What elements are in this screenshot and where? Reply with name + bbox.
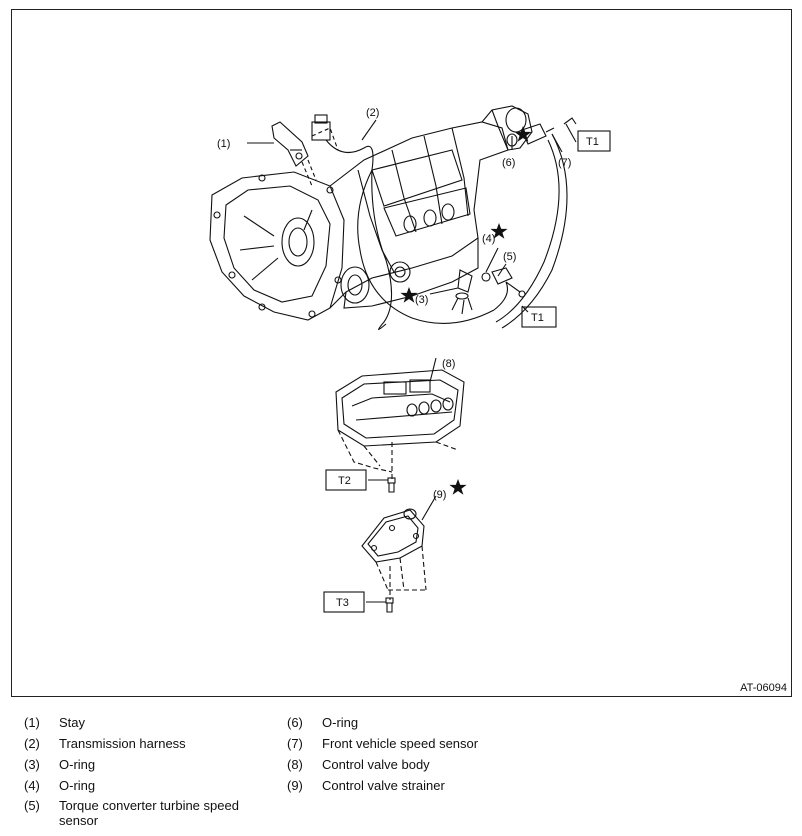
torque-label-t1-top: T1 [586,136,599,148]
callout-3: (3) [415,294,428,306]
legend-number: (2) [24,736,40,751]
legend-text: Torque converter turbine speed sensor [59,798,239,828]
figure-id: AT-06094 [740,682,787,694]
torque-box-t1-top [577,130,611,152]
callout-4: (4) [482,233,495,245]
legend-text: Control valve body [322,757,430,772]
transmission-assembly [209,105,533,331]
t3-bolt [385,597,394,613]
torque-label-t3: T3 [336,597,349,609]
o-ring-3-assembly [451,269,473,315]
control-valve-body [335,357,465,447]
callout-9: (9) [433,489,446,501]
torque-label-t2: T2 [338,475,351,487]
torque-label-t1-bottom: T1 [531,312,544,324]
torque-box-t2 [325,469,367,491]
legend-text: O-ring [59,757,96,772]
leader-4 [485,247,499,273]
turbine-speed-sensor [481,267,526,298]
parts-legend: (1) Stay (2) Transmission harness (3) O-… [0,712,802,836]
legend-text: Transmission harness [59,736,186,751]
leader-7 [551,133,563,153]
callout-2: (2) [366,107,379,119]
leader-t1-top [565,123,577,143]
legend-text: Control valve strainer [322,778,445,793]
legend-number: (4) [24,778,40,793]
legend-number: (7) [287,736,303,751]
leader-3 [429,287,459,295]
leader-5 [497,263,507,277]
star-icon [449,479,467,495]
legend-number: (6) [287,715,303,730]
legend-text: Stay [59,715,86,730]
strainer-hidden-lines [375,545,427,591]
legend-text: O-ring [322,715,359,730]
callout-8: (8) [442,358,455,370]
callout-6: (6) [502,157,515,169]
legend-number: (8) [287,757,303,772]
torque-box-t3 [323,591,365,613]
callout-5: (5) [503,251,516,263]
star-icon [400,287,418,303]
callout-7: (7) [558,157,571,169]
valve-body-hidden-lines [337,429,459,473]
exploded-view-drawing: (1) (2) (3) (4) (5) (6) (7) (8) (9) T1 T… [209,105,611,613]
star-icon [490,223,508,239]
star-icon [514,126,532,142]
torque-box-t1-bottom [521,306,557,328]
t2-bolt [387,477,396,493]
legend-number: (9) [287,778,303,793]
leader-2 [361,119,377,141]
legend-number: (1) [24,715,40,730]
legend-text: O-ring [59,778,96,793]
diagram-frame: (1) (2) (3) (4) (5) (6) (7) (8) (9) T1 T… [11,9,792,697]
front-speed-sensor [495,117,577,329]
control-valve-strainer [361,495,437,563]
legend-text: Front vehicle speed sensor [322,736,479,751]
legend-number: (3) [24,757,40,772]
legend-number: (5) [24,798,40,813]
callout-1: (1) [217,138,230,150]
